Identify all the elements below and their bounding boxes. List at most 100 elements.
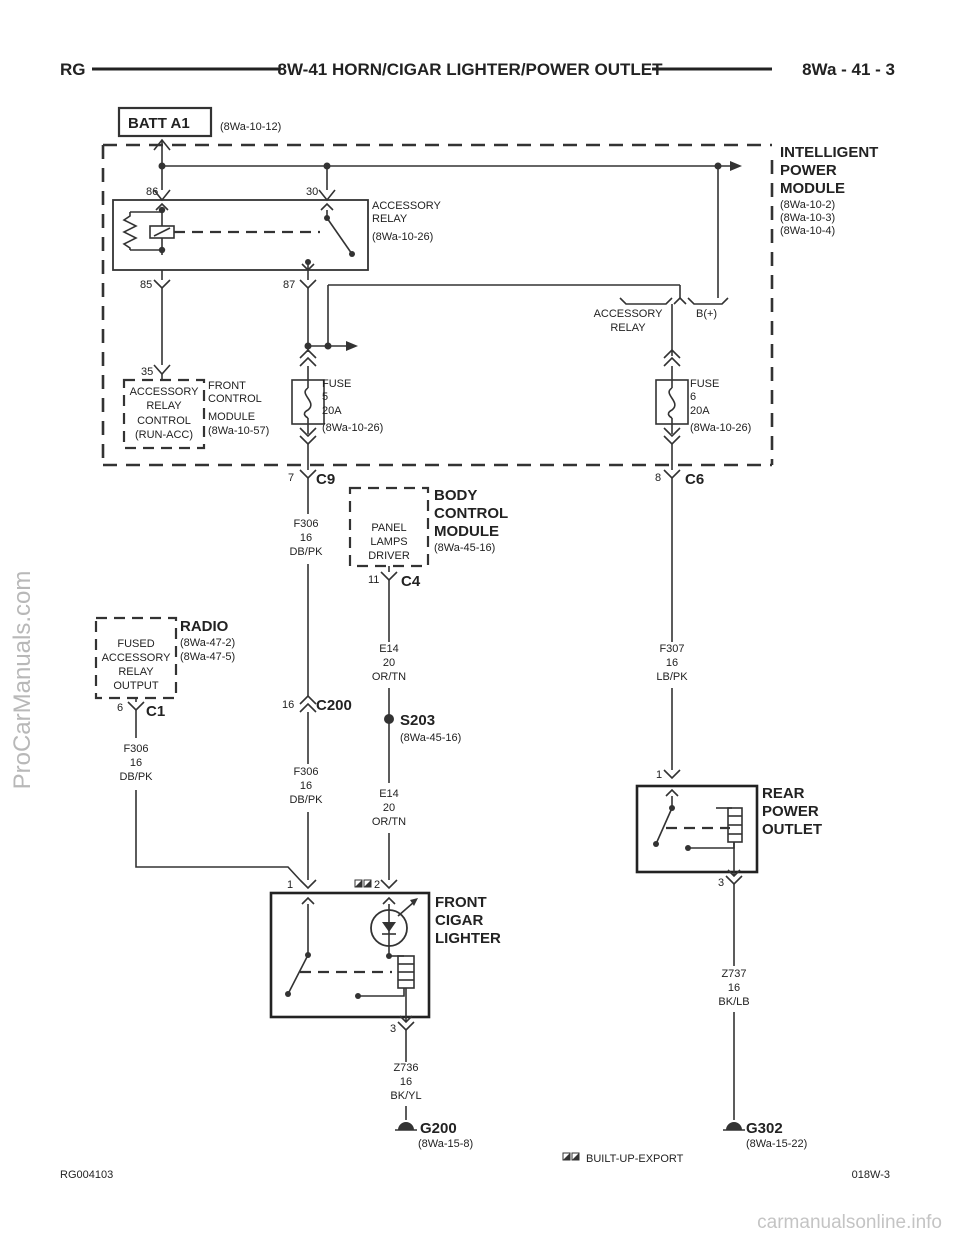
bcm-title-2: CONTROL [434, 505, 508, 522]
body-control-module: PANEL LAMPS DRIVER BODY CONTROL MODULE (… [348, 486, 508, 642]
f306c-2: 16 [300, 780, 312, 792]
f306a-2: 16 [300, 532, 312, 544]
connector-c9: 7 C9 [288, 469, 335, 514]
c9-name: C9 [316, 471, 335, 488]
radio-conn: C1 [146, 703, 165, 720]
radio-box-4: OUTPUT [113, 680, 159, 692]
ipm-ref-3: (8Wa-10-4) [780, 225, 835, 237]
connector-c200: 16 C200 [282, 694, 352, 764]
header-right: 8Wa - 41 - 3 [802, 60, 895, 79]
radio-pin: 6 [117, 702, 123, 714]
e14a-3: OR/TN [372, 671, 406, 683]
ipm-label: INTELLIGENT POWER MODULE (8Wa-10-2) (8Wa… [780, 144, 878, 237]
accessory-relay: 86 30 ACCESSORY RELAY (8Wa-10-26) 85 87 [112, 186, 442, 291]
s203-name: S203 [400, 712, 435, 729]
fuse6-1: FUSE [690, 378, 719, 390]
bcm-title-3: MODULE [434, 523, 499, 540]
outlet-title-2: POWER [762, 803, 819, 820]
ipm-title-1: INTELLIGENT [780, 144, 878, 161]
batt-a1: BATT A1 (8Wa-10-12) [117, 106, 281, 190]
fuse5-3: 20A [322, 405, 342, 417]
fcm-pin-35: 35 [141, 366, 153, 378]
outlet-title-3: OUTLET [762, 821, 822, 838]
fcm-box-2: RELAY [146, 400, 182, 412]
fuse6-2: 6 [690, 391, 696, 403]
f306a-1: F306 [293, 518, 318, 530]
f306b-3: DB/PK [119, 771, 153, 783]
built-up-export-legend-icon [562, 1152, 580, 1161]
outlet-pin3: 3 [718, 877, 724, 889]
z737-1: Z737 [721, 968, 746, 980]
f306b-1: F306 [123, 743, 148, 755]
relay-pin-30: 30 [306, 186, 318, 198]
c9-pin: 7 [288, 472, 294, 484]
e14a-2: 20 [383, 657, 395, 669]
ground-g200: G200 (8Wa-15-8) [395, 1120, 473, 1150]
g200-ref: (8Wa-15-8) [418, 1138, 473, 1150]
lighter-title-3: LIGHTER [435, 930, 501, 947]
side-watermark-text: ProCarManuals.com [9, 570, 36, 790]
c4-name: C4 [401, 573, 421, 590]
c6-pin: 8 [655, 472, 661, 484]
bplus-label: B(+) [696, 308, 717, 320]
fuse5-1: FUSE [322, 378, 351, 390]
lighter-title-1: FRONT [435, 894, 487, 911]
ipm-outline [101, 143, 774, 467]
f307-2: 16 [666, 657, 678, 669]
header-title: 8W-41 HORN/CIGAR LIGHTER/POWER OUTLET [278, 60, 664, 79]
fcm-label-4: (8Wa-10-57) [208, 425, 269, 437]
lighter-pin2: 2 [374, 879, 380, 891]
ipm-bus [158, 161, 742, 298]
g200-name: G200 [420, 1120, 457, 1137]
e14a-1: E14 [379, 643, 399, 655]
relay-label-2: RELAY [372, 213, 408, 225]
radio-box-2: ACCESSORY [102, 652, 172, 664]
front-cigar-lighter: 1 2 3 [269, 879, 501, 1035]
accessory-relay-output: ACCESSORY RELAY B(+) [304, 284, 729, 356]
ground-g302: G302 (8Wa-15-22) [723, 1120, 807, 1150]
radio-title: RADIO [180, 618, 229, 635]
f306c-1: F306 [293, 766, 318, 778]
radio-box-1: FUSED [117, 638, 154, 650]
outlet-title-1: REAR [762, 785, 805, 802]
fuse6-3: 20A [690, 405, 710, 417]
wire-e14-a: E14 20 OR/TN [372, 643, 406, 783]
radio-ref-2: (8Wa-47-5) [180, 651, 235, 663]
g302-name: G302 [746, 1120, 783, 1137]
e14b-2: 20 [383, 802, 395, 814]
radio: FUSED ACCESSORY RELAY OUTPUT RADIO (8Wa-… [94, 616, 235, 738]
fcm-label-2: CONTROL [208, 393, 262, 405]
wire-f306-b: F306 16 DB/PK [119, 743, 301, 881]
c6-name: C6 [685, 471, 704, 488]
batt-ref: (8Wa-10-12) [220, 121, 281, 133]
fuse-6: FUSE 6 20A (8Wa-10-26) [655, 348, 751, 470]
wire-e14-b: E14 20 OR/TN [372, 788, 406, 880]
bottom-watermark: carmanualsonline.info [757, 1212, 942, 1233]
lighter-title-2: CIGAR [435, 912, 484, 929]
relay-label-ref: (8Wa-10-26) [372, 231, 433, 243]
bcm-box-1: PANEL [371, 522, 406, 534]
relay-label-1: ACCESSORY [372, 200, 442, 212]
ipm-title-3: MODULE [780, 180, 845, 197]
fuse5-4: (8Wa-10-26) [322, 422, 383, 434]
c200-pin: 16 [282, 699, 294, 711]
bcm-ref: (8Wa-45-16) [434, 542, 495, 554]
header-left: RG [60, 60, 86, 79]
z737-2: 16 [728, 982, 740, 994]
fuse-5: FUSE 5 20A (8Wa-10-26) [291, 348, 383, 470]
wire-f307: F307 16 LB/PK [656, 643, 688, 770]
ipm-ref-1: (8Wa-10-2) [780, 199, 835, 211]
front-control-module: 35 ACCESSORY RELAY CONTROL (RUN-ACC) FRO… [122, 364, 269, 450]
f306a-3: DB/PK [289, 546, 323, 558]
relay-pin-86: 86 [146, 186, 158, 198]
wire-f306-c: F306 16 DB/PK [289, 766, 323, 880]
outlet-pin1: 1 [656, 769, 662, 781]
f307-1: F307 [659, 643, 684, 655]
relay-pin-87: 87 [283, 279, 295, 291]
z736-3: BK/YL [390, 1090, 421, 1102]
c4-pin: 11 [368, 574, 379, 586]
wire-f306-a: F306 16 DB/PK [289, 518, 323, 696]
fcm-box-4: (RUN-ACC) [135, 429, 193, 441]
fuse6-4: (8Wa-10-26) [690, 422, 751, 434]
